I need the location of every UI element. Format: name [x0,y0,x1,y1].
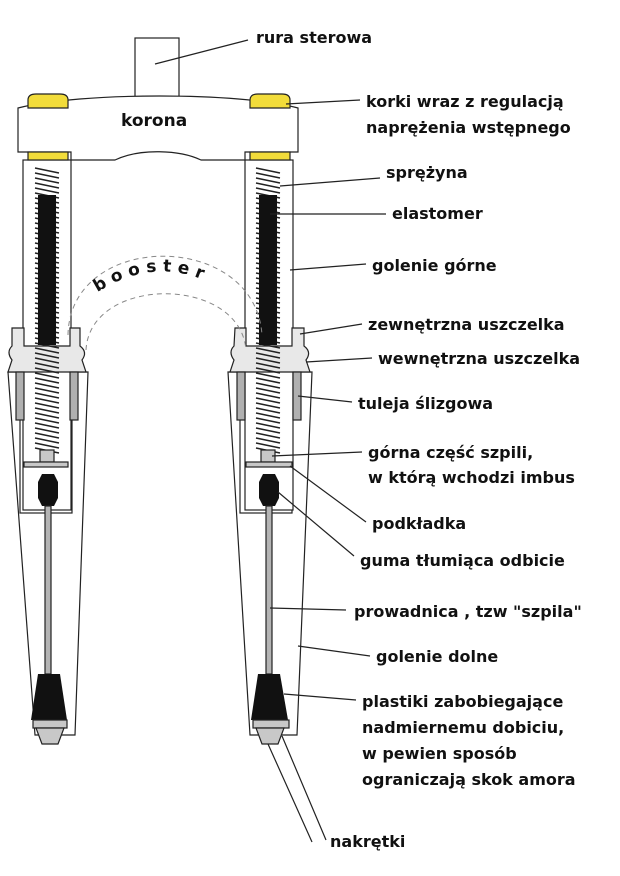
label-inner-seal: wewnętrzna uszczelka [378,349,580,368]
label-upper-legs: golenie górne [372,256,497,275]
right-outer-seal [229,327,311,373]
right-guide-rod [265,505,273,675]
right-cap-base [249,151,291,161]
label-bumpers-4: ograniczają skok amora [362,770,576,789]
left-rod-top [39,449,55,463]
crown-label: korona [121,111,187,131]
left-bushing-left [15,371,25,421]
label-bumpers-1: plastiki zabobiegające [362,692,563,711]
left-rebound-rubber [38,474,58,506]
label-lower-legs: golenie dolne [376,647,498,666]
right-bumper [251,674,288,720]
label-spring: sprężyna [386,163,468,182]
left-bushing-right [69,371,79,421]
left-bumper [31,674,67,720]
left-cap-base [27,151,69,161]
right-leg [227,159,313,745]
left-nut [35,727,65,745]
label-bumpers-2: nadmiernemu dobiciu, [362,718,564,737]
label-nuts: nakrętki [330,832,405,851]
leader-lines [154,39,386,843]
label-caps-2: naprężenia wstępnego [366,118,571,137]
left-leg [7,159,89,745]
label-rod-top-2: w którą wchodzi imbus [368,468,575,487]
label-steerer: rura sterowa [256,28,372,47]
right-nut [255,727,285,745]
label-guide-rod: prowadnica , tzw "szpila" [354,602,582,621]
left-washer [23,461,69,468]
label-elastomer: elastomer [392,204,483,223]
label-bushing: tuleja ślizgowa [358,394,493,413]
right-rebound-rubber [259,474,279,506]
booster-arch-inner [85,293,247,351]
label-washer: podkładka [372,514,466,533]
right-elastomer [259,195,277,345]
right-bushing-left [236,371,246,421]
label-outer-seal: zewnętrzna uszczelka [368,315,565,334]
label-rebound-rubber: guma tłumiąca odbicie [360,551,565,570]
label-caps-1: korki wraz z regulacją [366,92,564,111]
left-guide-rod [44,505,52,675]
booster-label: booster [90,256,213,296]
booster-arch-outer [67,255,263,336]
right-washer [245,461,293,468]
left-elastomer [38,195,56,345]
left-nut-plate [32,719,68,729]
right-cap [249,93,291,109]
label-rod-top-1: górna część szpili, [368,443,533,462]
left-cap [27,93,69,109]
crown [17,95,299,161]
label-bumpers-3: w pewien sposób [362,744,517,763]
right-nut-plate [252,719,290,729]
